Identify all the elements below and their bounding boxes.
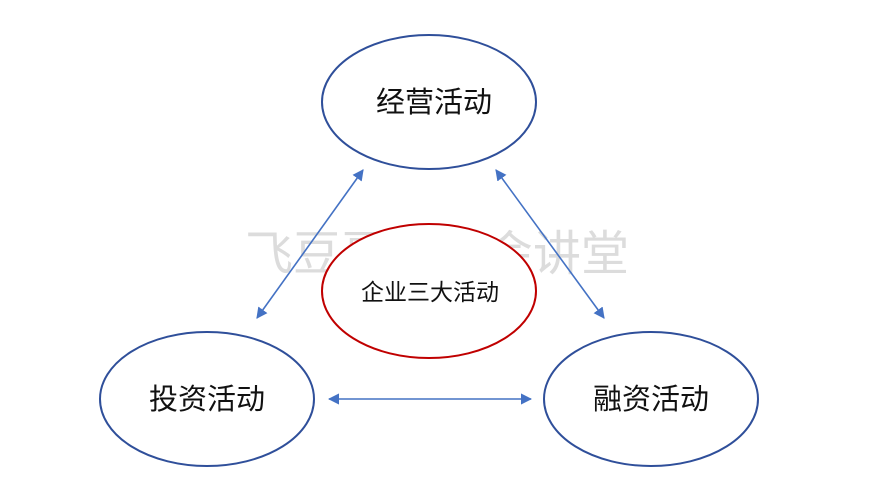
node-investing-label: 投资活动 [149,382,265,416]
node-financing-ellipse [543,331,759,467]
node-financing: 融资活动 [543,331,759,467]
node-center-label: 企业三大活动 [361,280,499,306]
node-operating-label: 经营活动 [376,85,492,119]
arrow-operating-investing [256,169,364,319]
node-investing: 投资活动 [99,331,315,467]
node-center: 企业三大活动 [321,223,537,359]
node-operating: 经营活动 [321,34,537,170]
node-financing-label: 融资活动 [593,382,709,416]
arrow-operating-financing [495,169,605,319]
node-operating-ellipse [321,34,537,170]
node-investing-ellipse [99,331,315,467]
node-center-ellipse [321,223,537,359]
